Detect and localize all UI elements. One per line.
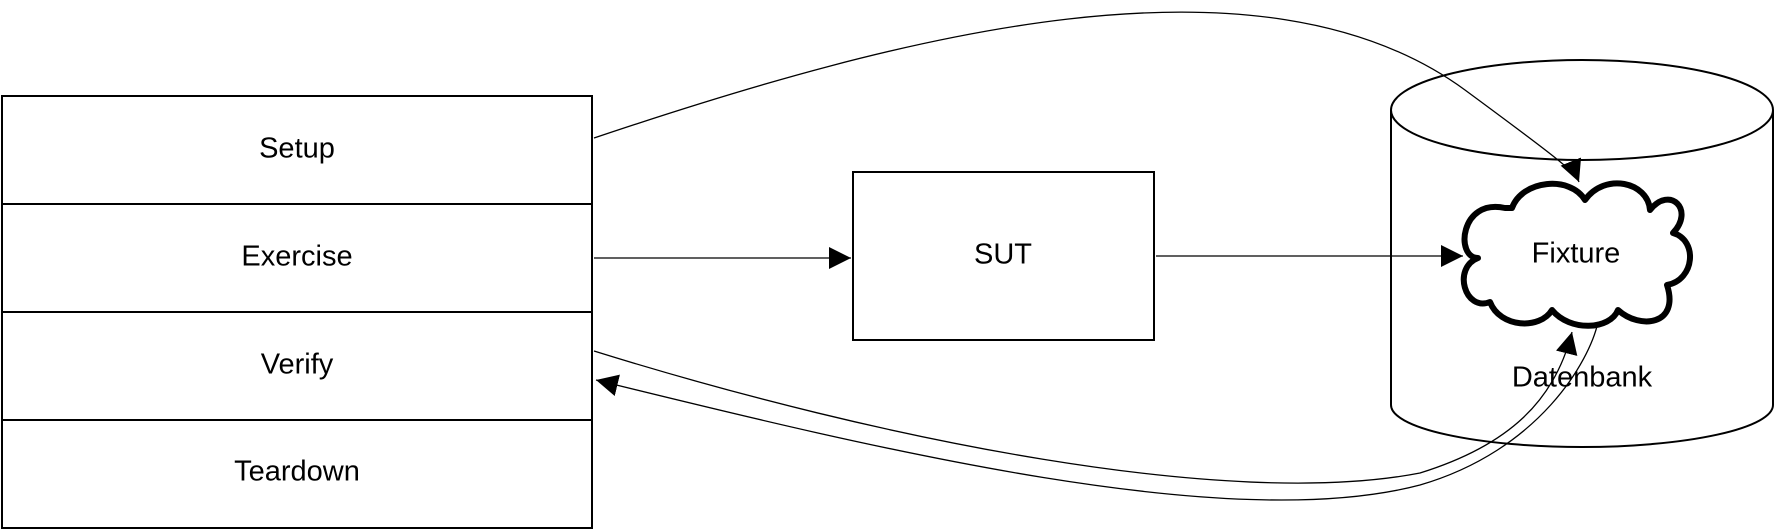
phase-setup-box [1,95,593,205]
phase-teardown-box [1,419,593,529]
database-top [1390,59,1774,161]
sut-label: SUT [974,239,1032,271]
database-label: Datenbank [1512,362,1653,394]
phase-verify-box [1,311,593,421]
arrow-teardown-to-fixture [593,331,1578,484]
phase-stack: Setup Exercise Verify Teardown [1,95,593,529]
arrow-setup-to-fixture [593,11,1582,183]
phase-exercise[interactable]: Exercise [1,203,593,313]
phase-exercise-label: Exercise [241,241,352,273]
phase-verify-label: Verify [261,349,334,381]
phase-teardown[interactable]: Teardown [1,419,593,529]
phase-verify[interactable]: Verify [1,311,593,421]
connectors [593,11,1599,501]
fixture-label: Fixture [1532,238,1621,270]
phase-exercise-box [1,203,593,313]
fixture-node[interactable]: Fixture [1460,180,1693,329]
sut-box [852,171,1155,341]
phase-setup-label: Setup [259,133,335,165]
sut-node[interactable]: SUT [852,171,1155,341]
fixture-cloud [1460,180,1693,329]
phase-teardown-label: Teardown [234,456,360,488]
phase-setup[interactable]: Setup [1,95,593,205]
arrow-fixture-to-verify [595,321,1599,501]
